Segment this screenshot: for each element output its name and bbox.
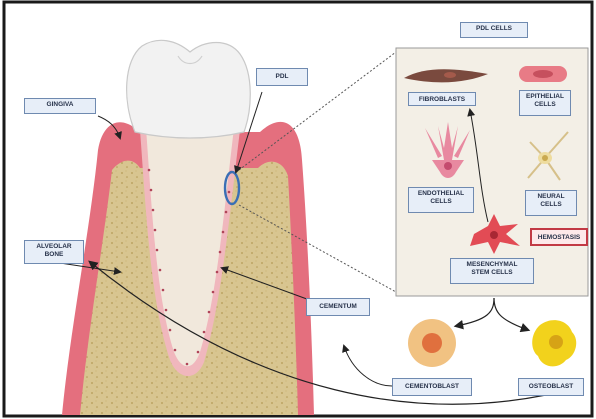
neural-cells-label: NEURAL CELLS <box>525 190 577 216</box>
hemostasis-label: HEMOSTASIS <box>530 228 588 246</box>
cementum-label: CEMENTUM <box>306 298 370 316</box>
pdl-cells-title: PDL CELLS <box>460 22 528 38</box>
osteoblast-label: OSTEOBLAST <box>518 378 584 396</box>
endothelial-cells-label: ENDOTHELIAL CELLS <box>408 187 474 213</box>
pdl-label: PDL <box>256 68 308 86</box>
fibroblasts-label: FIBROBLASTS <box>408 92 476 106</box>
cementoblast-label: CEMENTOBLAST <box>392 378 472 396</box>
alveolar-bone-label: ALVEOLAR BONE <box>24 240 84 264</box>
mesenchymal-stem-cells-label: MESENCHYMAL STEM CELLS <box>450 258 534 284</box>
epithelial-cells-label: EPITHELIAL CELLS <box>519 90 571 116</box>
gingiva-label: GINGIVA <box>24 98 96 114</box>
tooth-crown <box>127 40 251 138</box>
